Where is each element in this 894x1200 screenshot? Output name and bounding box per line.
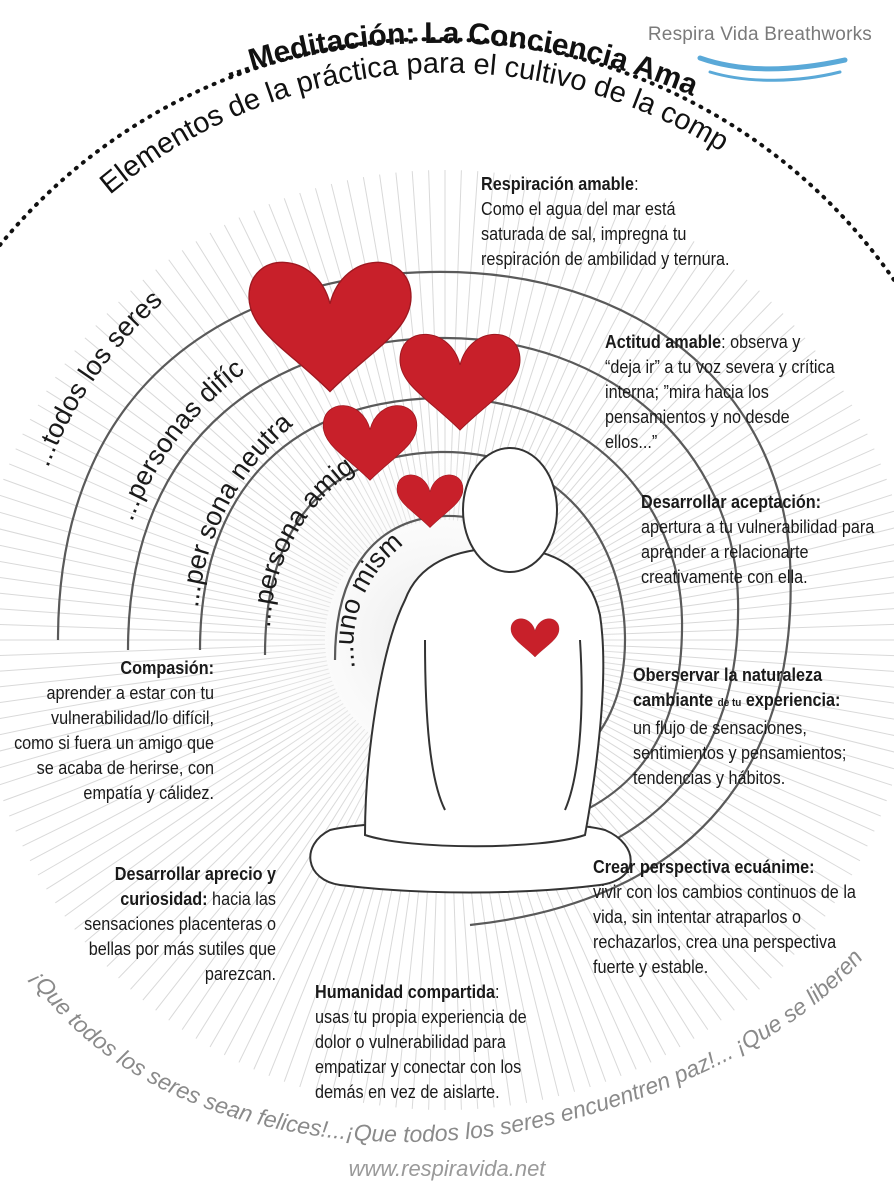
block-text: usas tu propia experiencia de dolor o vu… bbox=[315, 1007, 527, 1102]
figure-arm-right bbox=[564, 639, 583, 811]
block-title: Actitud amable bbox=[605, 332, 722, 352]
heart-icon bbox=[510, 618, 560, 658]
figure-head bbox=[462, 447, 558, 573]
heart-icon bbox=[396, 474, 464, 528]
ring-todos bbox=[56, 270, 792, 927]
heart-icon bbox=[322, 405, 418, 481]
hearts bbox=[248, 261, 560, 658]
block-humanidad: Humanidad compartida: usas tu propia exp… bbox=[315, 982, 527, 1102]
block-aceptacion: Desarrollar aceptación: apertura a tu vu… bbox=[641, 490, 875, 590]
ring-neutra bbox=[198, 396, 684, 840]
logo-wave-icon bbox=[697, 55, 848, 82]
block-title: Respiración amable bbox=[481, 174, 635, 194]
heart-icon bbox=[248, 261, 412, 393]
block-actitud: Actitud amable: observa y “deja ir” a tu… bbox=[605, 332, 835, 452]
block-title: Humanidad compartida bbox=[315, 982, 496, 1002]
block-title-end: experiencia: bbox=[745, 690, 841, 710]
block-text: hacia las sensaciones placenteras o bell… bbox=[84, 889, 276, 984]
block-text: Como el agua del mar está saturada de sa… bbox=[481, 199, 730, 269]
website-url[interactable]: www.respiravida.net bbox=[348, 1156, 546, 1181]
block-text: apertura a tu vulnerabilidad para aprend… bbox=[641, 517, 875, 587]
block-title: Compasión: bbox=[120, 658, 214, 678]
block-respiracion: Respiración amable: Como el agua del mar… bbox=[481, 174, 730, 269]
block-perspectiva: Crear perspectiva ecuánime: vivir con lo… bbox=[593, 855, 863, 980]
block-title-small: de tu bbox=[717, 697, 742, 709]
figure-arm-left bbox=[424, 639, 446, 811]
ring-label-todos: ...todos los seres bbox=[26, 284, 168, 470]
block-title: Crear perspectiva ecuánime: bbox=[593, 857, 815, 877]
block-title: Oberservar la naturaleza cambiante bbox=[633, 665, 823, 710]
block-compasion: Compasión: aprender a estar con tu vulne… bbox=[7, 656, 214, 806]
block-title: Desarrollar aprecio y curiosidad: bbox=[114, 864, 276, 909]
block-text: un flujo de sensaciones, sentimientos y … bbox=[633, 718, 847, 788]
heart-icon bbox=[399, 333, 521, 431]
block-aprecio: Desarrollar aprecio y curiosidad: hacia … bbox=[51, 862, 276, 987]
block-title: Desarrollar aceptación: bbox=[641, 492, 822, 512]
block-text: observa y “deja ir” a tu voz severa y cr… bbox=[605, 332, 835, 452]
block-naturaleza: Oberservar la naturaleza cambiante de tu… bbox=[633, 663, 885, 791]
ring-dificil bbox=[126, 336, 740, 882]
brand-name: Respira Vida Breathworks bbox=[647, 24, 872, 45]
block-text: aprender a estar con tu vulnerabilidad/l… bbox=[14, 683, 215, 803]
block-text: vivir con los cambios continuos de la vi… bbox=[593, 882, 856, 977]
